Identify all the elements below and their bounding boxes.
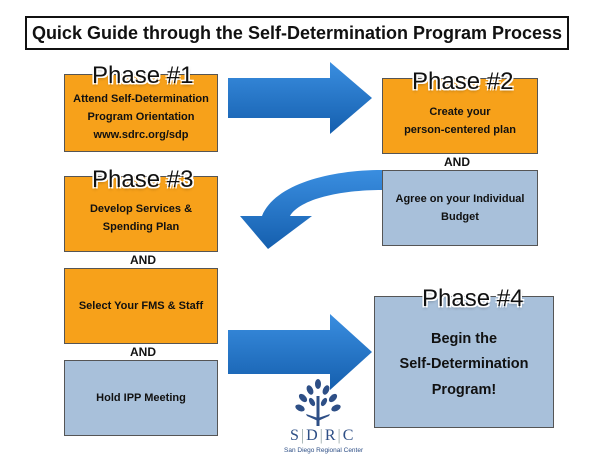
phase3-and-2: AND — [130, 345, 156, 359]
phase3-box: Develop Services & Spending Plan — [64, 176, 218, 252]
phase2-box: Create your person-centered plan — [382, 78, 538, 154]
budget-box: Agree on your Individual Budget — [382, 170, 538, 246]
logo-letter-c: C — [342, 427, 356, 444]
fms-box: Select Your FMS & Staff — [64, 268, 218, 344]
logo-letter-r: R — [324, 427, 338, 444]
phase4-heading: Phase #4 — [422, 285, 524, 312]
ipp-label: Hold IPP Meeting — [96, 391, 186, 404]
budget-line-2: Budget — [441, 211, 479, 223]
phase4-box: Begin the Self-Determination Program! — [374, 296, 554, 428]
sdrc-logo-caption: San Diego Regional Center — [284, 447, 364, 454]
phase2-line-1: Create your — [429, 105, 491, 118]
phase3-heading: Phase #3 — [92, 166, 194, 193]
sdrc-logo-letters: S|D|R|C — [290, 427, 356, 444]
phase2-and: AND — [444, 155, 470, 169]
page-title: Quick Guide through the Self-Determinati… — [25, 16, 569, 50]
phase1-heading: Phase #1 — [92, 62, 194, 89]
fms-label: Select Your FMS & Staff — [78, 299, 204, 312]
logo-letter-d: D — [306, 427, 320, 444]
phase1-line-3: www.sdrc.org/sdp — [93, 129, 189, 142]
phase2-heading: Phase #2 — [412, 68, 514, 95]
phase4-line-3: Program! — [431, 381, 497, 398]
phase1-box: Attend Self-Determination Program Orient… — [64, 74, 218, 152]
phase3-and-1: AND — [130, 253, 156, 267]
phase3-line-2: Spending Plan — [102, 221, 180, 233]
phase4-line-2: Self-Determination — [399, 356, 529, 373]
arrow-right-top — [228, 62, 372, 134]
phase4-line-1: Begin the — [430, 330, 498, 347]
phase1-line-1: Attend Self-Determination — [73, 92, 209, 105]
phase2-line-2: person-centered plan — [404, 124, 516, 136]
phase3-line-1: Develop Services & — [89, 202, 193, 215]
arrow-right-bottom — [228, 314, 372, 390]
logo-letter-s: S — [290, 427, 301, 444]
budget-line-1: Agree on your Individual — [395, 192, 525, 205]
arrow-curved-back — [240, 170, 382, 249]
sdrc-tree-logo — [295, 379, 341, 426]
phase1-line-2: Program Orientation — [87, 110, 195, 123]
ipp-box: Hold IPP Meeting — [64, 360, 218, 436]
